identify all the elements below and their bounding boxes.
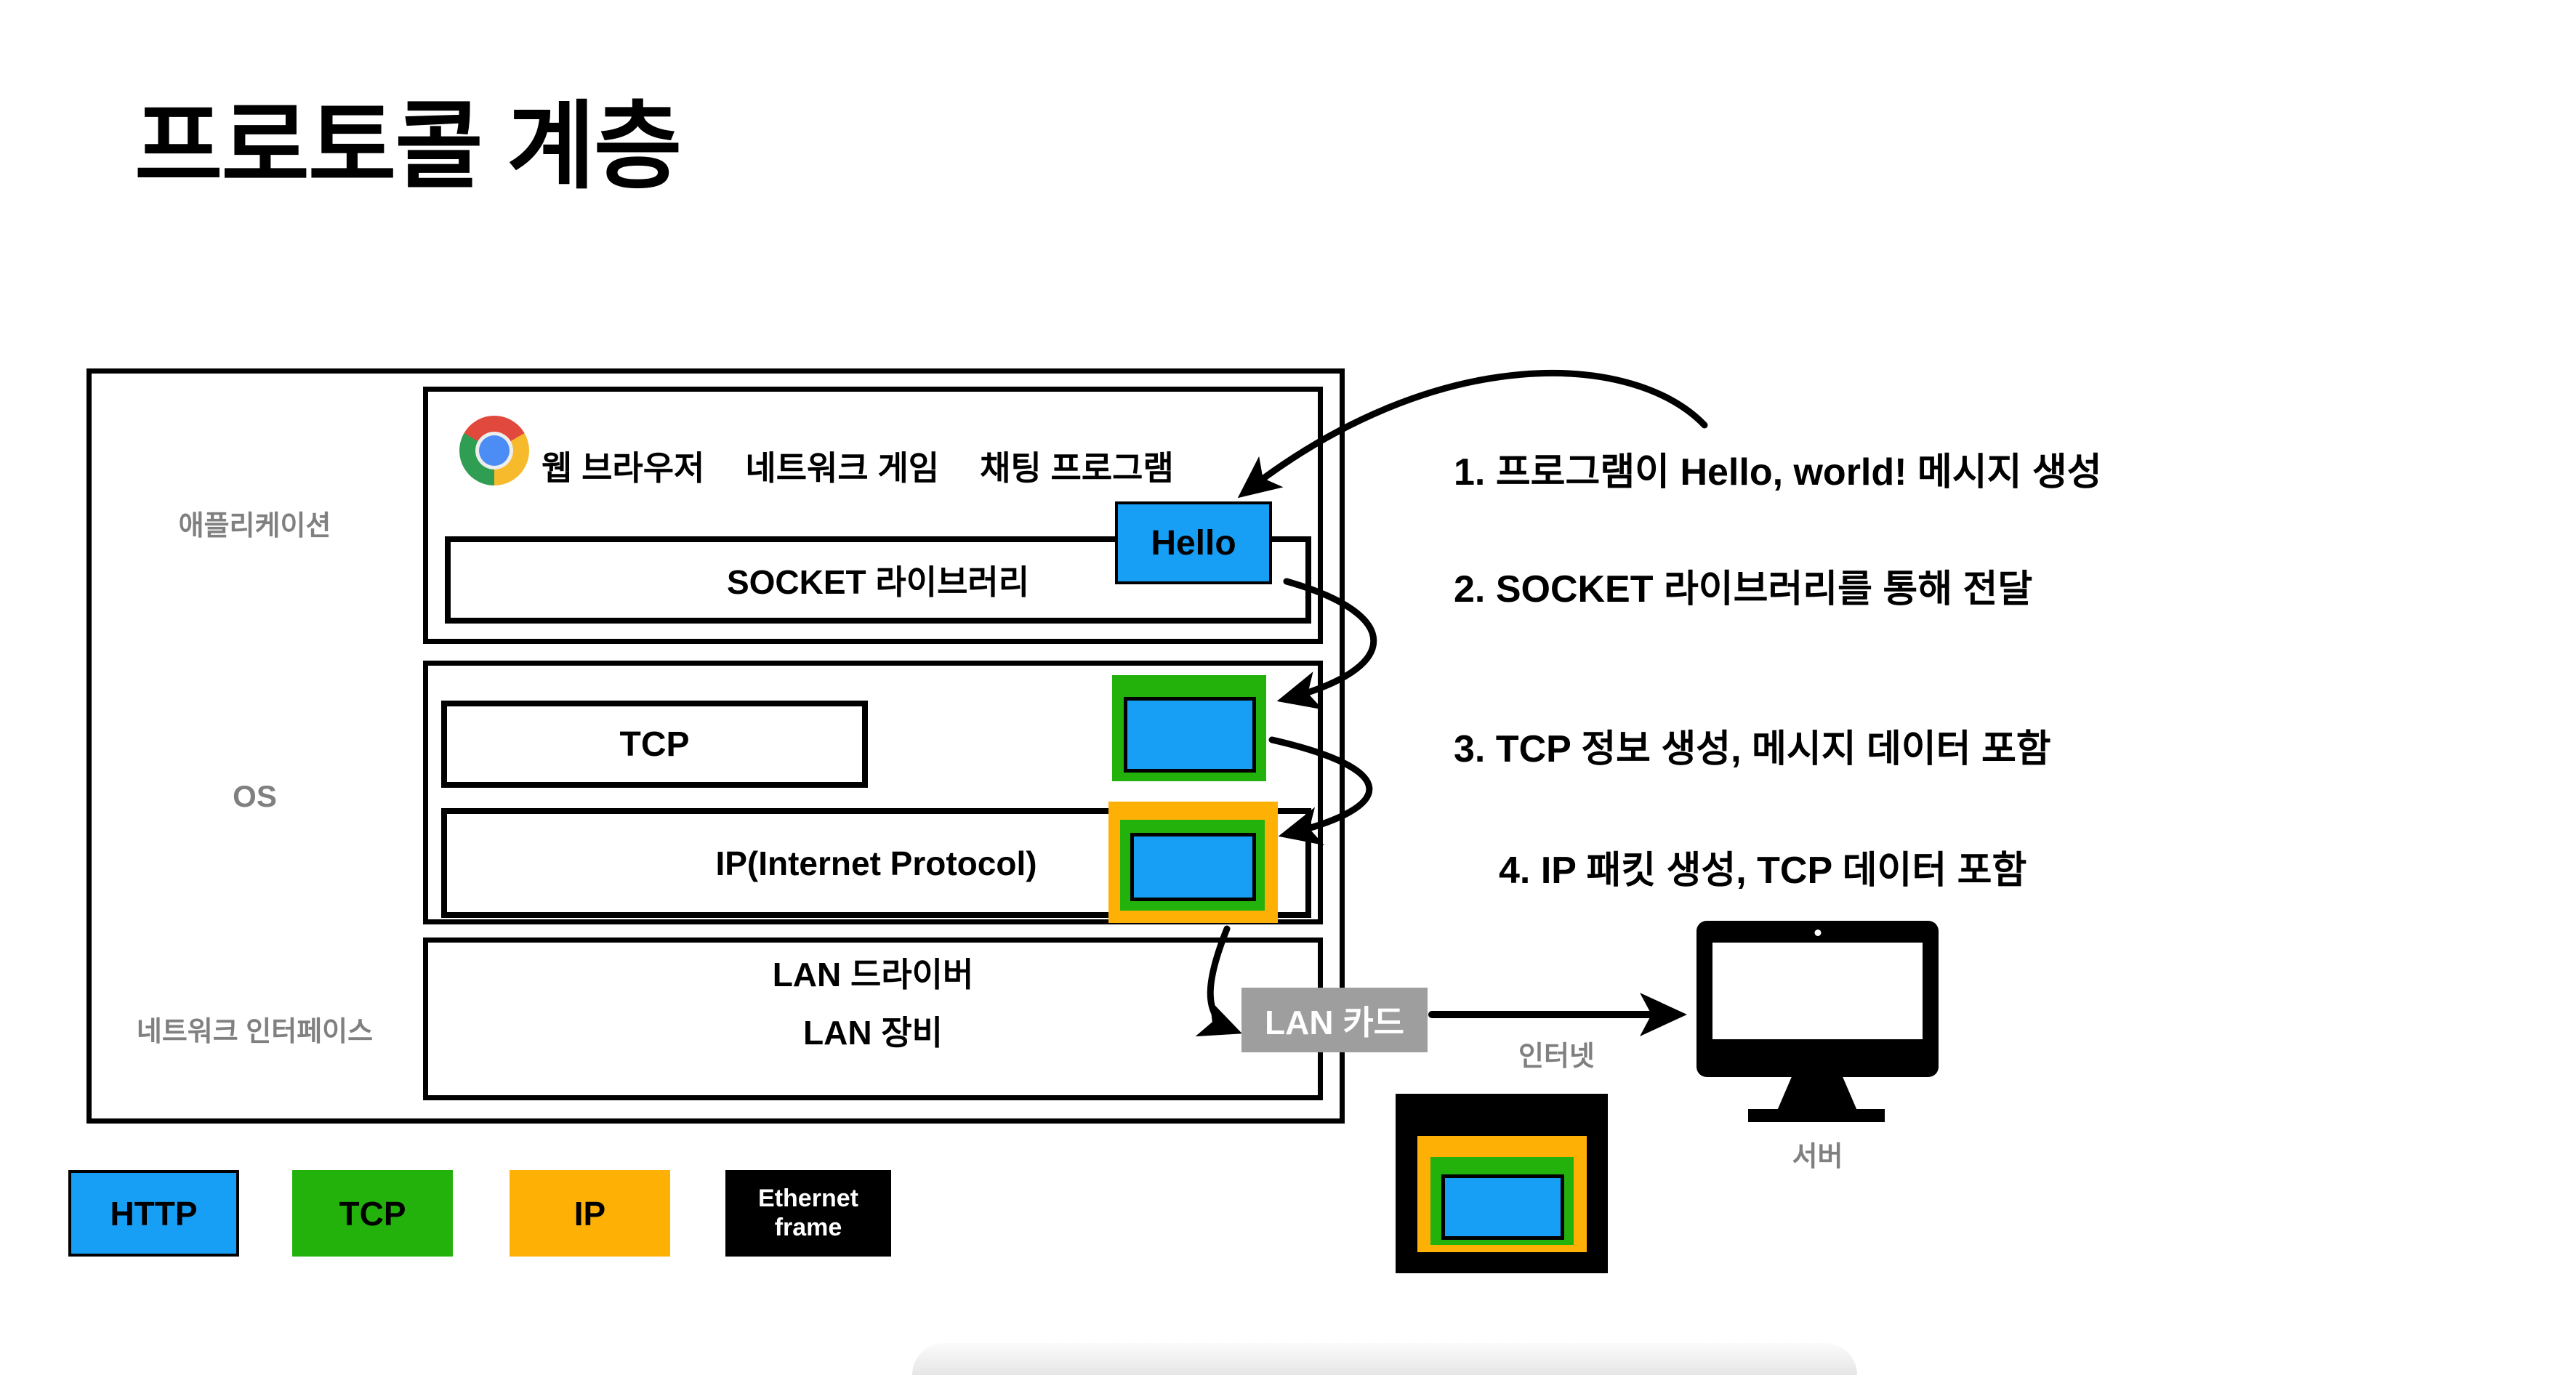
ethernet-frame-payload: [1441, 1174, 1564, 1240]
program-web-browser: 웹 브라우저: [542, 449, 705, 487]
lan-equipment-label: LAN 장비: [803, 1014, 943, 1052]
ip-packet-payload: [1130, 833, 1256, 901]
internet-label: 인터넷: [1518, 1041, 1595, 1072]
ethernet-frame-packet: [1396, 1094, 1608, 1273]
tcp-segment-packet: [1112, 675, 1266, 781]
tcp-segment-payload: [1124, 697, 1256, 773]
program-chat: 채팅 프로그램: [980, 449, 1174, 487]
ip-label: IP(Internet Protocol): [715, 844, 1037, 882]
bottom-overlay-bar: [912, 1343, 1857, 1375]
monitor-screen: [1712, 943, 1923, 1039]
annotation-1: 1. 프로그램이 Hello, world! 메시지 생성: [1454, 451, 2102, 493]
layer-label-network-interface: 네트워크 인터페이스: [136, 1017, 374, 1047]
lan-card-box: LAN 카드: [1241, 988, 1428, 1052]
hello-message-box: Hello: [1115, 501, 1272, 584]
legend-tcp-label: TCP: [339, 1194, 406, 1233]
layer-label-application: 애플리케이션: [178, 511, 331, 541]
tcp-box: TCP: [441, 701, 868, 788]
chrome-browser-icon: [459, 416, 529, 485]
monitor-stand: [1777, 1077, 1857, 1110]
layer-label-os: OS: [233, 779, 277, 813]
lan-driver-label: LAN 드라이버: [772, 956, 974, 993]
monitor-camera-dot: [1814, 930, 1821, 936]
application-programs-row: 웹 브라우저 네트워크 게임 채팅 프로그램: [542, 440, 1327, 491]
legend-http-label: HTTP: [110, 1194, 198, 1233]
legend-ip-label: IP: [573, 1194, 606, 1233]
monitor-base: [1748, 1109, 1885, 1122]
legend-ethernet-frame: Ethernet frame: [725, 1170, 891, 1257]
hello-message-label: Hello: [1151, 523, 1236, 562]
tcp-label: TCP: [619, 725, 690, 764]
annotation-2: 2. SOCKET 라이브러리를 통해 전달: [1454, 568, 2033, 610]
legend-http: HTTP: [68, 1170, 239, 1257]
server-monitor-icon: [1696, 921, 1939, 1077]
chrome-icon-center: [479, 435, 510, 466]
lan-card-label: LAN 카드: [1265, 1003, 1404, 1041]
legend-tcp: TCP: [292, 1170, 453, 1257]
legend-ip: IP: [510, 1170, 670, 1257]
network-interface-layer-box: [423, 938, 1323, 1100]
legend-ethernet-frame-label: Ethernet frame: [758, 1185, 858, 1241]
page-title: 프로토콜 계층: [134, 93, 682, 200]
program-network-game: 네트워크 게임: [745, 449, 940, 487]
ip-packet: [1108, 802, 1278, 923]
annotation-3: 3. TCP 정보 생성, 메시지 데이터 포함: [1454, 728, 2051, 770]
annotation-4: 4. IP 패킷 생성, TCP 데이터 포함: [1499, 850, 2027, 892]
server-label: 서버: [1792, 1142, 1843, 1172]
network-interface-text: LAN 드라이버 LAN 장비: [423, 948, 1323, 1055]
socket-library-label: SOCKET 라이브러리: [726, 563, 1030, 601]
